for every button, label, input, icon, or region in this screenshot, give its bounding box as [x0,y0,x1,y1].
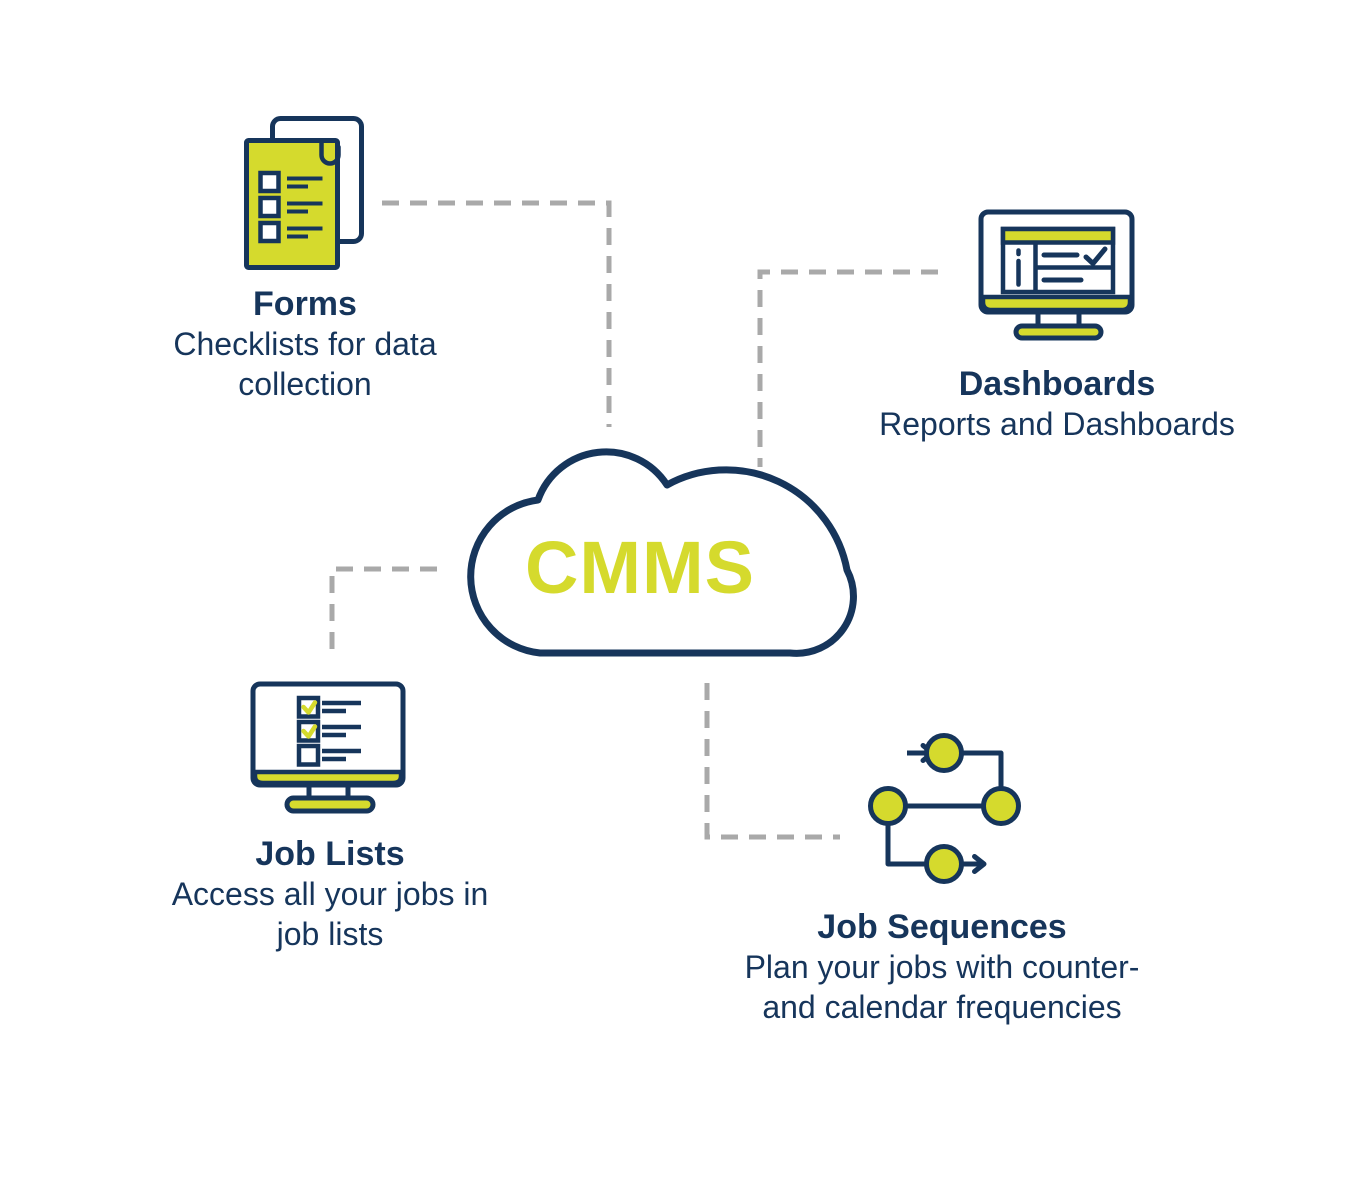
sequence-node [924,733,964,773]
feature-description: Access all your jobs in job lists [171,876,489,952]
arrow-out-icon [972,854,987,874]
checkmark-icon [1083,246,1108,266]
connector-dashboards-to-cloud [757,269,938,467]
feature-description: Reports and Dashboards [879,406,1235,442]
feature-title: Job Sequences [817,908,1067,946]
sequence-node [924,844,964,884]
checkmark-icon [301,700,318,715]
cloud-shape [467,448,857,657]
feature-title: Dashboards [958,365,1156,403]
monitor-bottom-band [252,769,404,786]
sequence-line [885,750,1004,867]
feature-forms: Forms Checklists for data collection [105,284,505,404]
monitor-bottom-band [980,294,1133,313]
sequence-node [868,786,908,826]
feature-description: Checklists for data collection [173,326,437,402]
sequence-node [981,786,1021,826]
monitor-base [284,795,376,814]
feature-title: Forms [253,285,357,323]
feature-job-sequences: Job Sequences Plan your jobs with counte… [742,907,1142,1027]
monitor-base [1013,323,1104,341]
paperclip-icon [319,138,341,166]
dashboard-monitor-icon [978,209,1135,341]
connector-cloud-to-job-sequences [704,683,840,840]
window-title-bar [1000,226,1116,245]
feature-title: Job Lists [255,835,405,873]
feature-job-lists: Job Lists Access all your jobs in job li… [160,834,500,954]
feature-description: Plan your jobs with counter- and calenda… [744,949,1140,1025]
cmms-label: CMMS [524,526,756,609]
connector-cloud-to-job-lists [329,566,437,653]
feature-dashboards: Dashboards Reports and Dashboards [857,364,1257,444]
checkmark-icon [301,724,318,739]
cmms-cloud-icon [467,448,857,657]
checklist-rows [296,695,361,767]
checklist-rows [258,170,323,244]
flowchart-sequence-icon [868,733,1021,884]
checklist-monitor-icon [250,681,406,814]
checklist-document-icon [244,116,364,270]
connector-forms-to-cloud [382,200,612,427]
